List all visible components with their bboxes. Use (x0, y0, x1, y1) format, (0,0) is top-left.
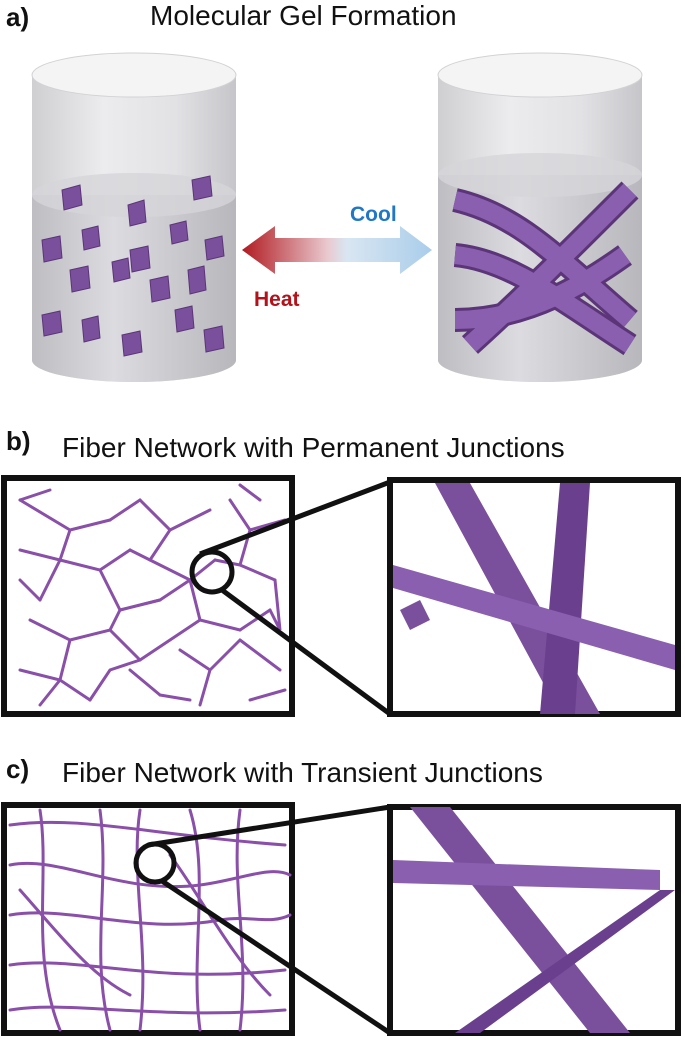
panel-b-illustration (1, 475, 681, 717)
heat-cool-arrow (242, 226, 432, 274)
cool-label: Cool (350, 203, 397, 226)
panel-a-letter: a) (6, 2, 30, 32)
panel-b-letter: b) (6, 426, 31, 456)
permanent-junction-fibers (393, 483, 675, 714)
panel-b-title: Fiber Network with Permanent Junctions (62, 432, 565, 463)
gel-fibers (452, 181, 639, 356)
curved-fibers (8, 808, 292, 1032)
panel-c-letter: c) (6, 754, 30, 784)
branched-fibers (18, 483, 287, 707)
panel-a-title: Molecular Gel Formation (150, 0, 457, 31)
heat-label: Heat (254, 288, 300, 311)
panel-c-illustration (1, 802, 681, 1036)
panel-c-title: Fiber Network with Transient Junctions (62, 757, 543, 788)
panel-a-illustration (31, 52, 643, 382)
left-vial (31, 52, 237, 382)
permanent-network-box (1, 475, 295, 717)
transient-junction-fibers (393, 807, 675, 1033)
dispersed-molecules (41, 175, 225, 357)
